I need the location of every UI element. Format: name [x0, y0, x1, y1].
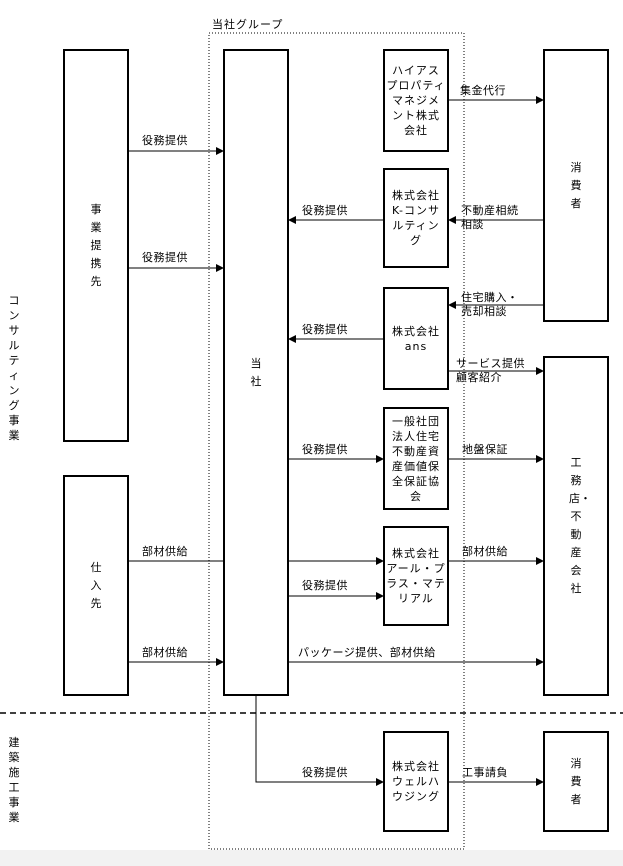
edge-label-ground: 地盤保証	[462, 443, 508, 456]
consumer-top-label: 消費者	[570, 160, 582, 210]
edge-label-construction: 工事請負	[462, 766, 508, 779]
section-label-consulting: コンサルティング事業	[8, 294, 20, 442]
hyas-pm-box: ハイアス プロパティ マネジメ ント株式 会社	[383, 49, 449, 152]
page-footer-strip	[0, 850, 623, 866]
edge-label-materials-r: 部材供給	[462, 545, 508, 558]
edge-label-materials2: 部材供給	[142, 646, 188, 659]
edge-label-materials1: 部材供給	[142, 545, 188, 558]
edge-label-housing: 住宅購入・ 売却相談	[461, 291, 519, 318]
consumer-bottom-label: 消費者	[570, 756, 582, 806]
business-partner-label: 事業提携先	[90, 202, 102, 288]
edge-label-package: パッケージ提供、部材供給	[298, 646, 436, 659]
r-plus-label: 株式会社 アール・プ ラス・マテ リアル	[386, 547, 446, 605]
association-label: 一般社団 法人住宅 不動産資 産価値保 全保証協 会	[392, 414, 440, 503]
edge-label-service2: 役務提供	[142, 251, 188, 264]
builders-box: 工務店・不動産会社	[543, 356, 609, 696]
wellhousing-label: 株式会社 ウェルハ ウジング	[392, 760, 440, 803]
edge-label-service-r: 役務提供	[302, 579, 348, 592]
edge-label-service-k: 役務提供	[302, 204, 348, 217]
ans-label: 株式会社 ans	[392, 324, 440, 353]
edge-label-inheritance: 不動産相続 相談	[461, 204, 519, 231]
consumer-bottom-box: 消費者	[543, 731, 609, 832]
supplier-box: 仕入先	[63, 475, 129, 696]
edge-label-service-well: 役務提供	[302, 766, 348, 779]
supplier-label: 仕入先	[90, 560, 102, 610]
company-box: 当社	[223, 49, 289, 696]
edge-label-collection: 集金代行	[460, 84, 506, 97]
group-title: 当社グループ	[212, 18, 284, 31]
k-consulting-label: 株式会社 K-コンサ ルティン グ	[391, 189, 441, 247]
company-label: 当社	[250, 356, 262, 388]
edge-label-service1: 役務提供	[142, 134, 188, 147]
consumer-top-box: 消費者	[543, 49, 609, 322]
wellhousing-box: 株式会社 ウェルハ ウジング	[383, 731, 449, 832]
k-consulting-box: 株式会社 K-コンサ ルティン グ	[383, 168, 449, 268]
r-plus-box: 株式会社 アール・プ ラス・マテ リアル	[383, 526, 449, 626]
edge-label-service-intro: サービス提供 顧客紹介	[456, 357, 525, 384]
association-box: 一般社団 法人住宅 不動産資 産価値保 全保証協 会	[383, 407, 449, 510]
hyas-pm-label: ハイアス プロパティ マネジメ ント株式 会社	[386, 64, 446, 137]
ans-box: 株式会社 ans	[383, 287, 449, 390]
group-border	[208, 32, 465, 850]
business-partner-box: 事業提携先	[63, 49, 129, 442]
edge-label-service-assoc: 役務提供	[302, 443, 348, 456]
section-label-construction: 建築施工事業	[8, 736, 20, 824]
builders-label: 工務店・不動産会社	[569, 456, 591, 595]
edge-label-service-ans: 役務提供	[302, 323, 348, 336]
arrow-company-wellhousing	[255, 695, 384, 786]
